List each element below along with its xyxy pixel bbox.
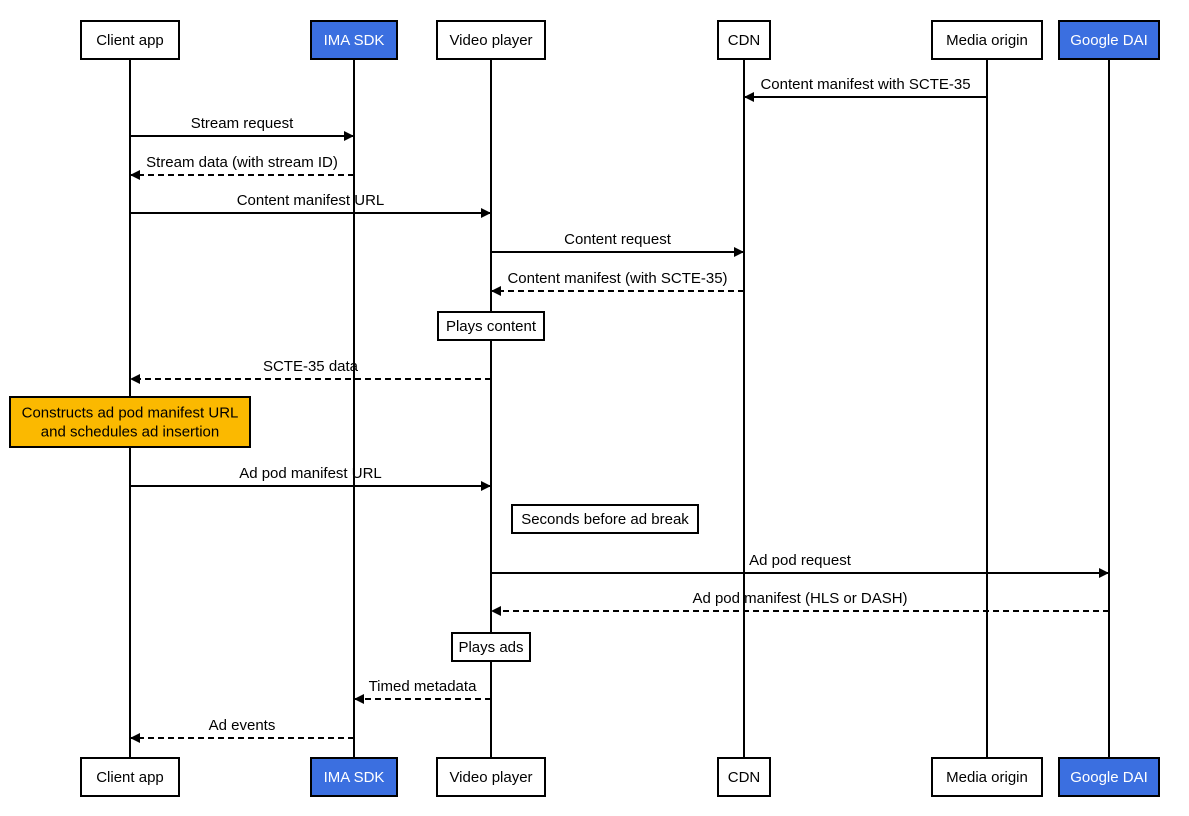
participant-dai-top: Google DAI <box>1058 20 1160 60</box>
participant-client-top: Client app <box>80 20 180 60</box>
message-8: Ad pod manifest URL <box>130 465 491 491</box>
message-label: Ad events <box>209 717 276 734</box>
participant-ima-bottom: IMA SDK <box>310 757 398 797</box>
message-7: SCTE-35 data <box>130 358 491 384</box>
participant-cdn-top: CDN <box>717 20 771 60</box>
participant-box <box>80 20 180 60</box>
note-2: Constructs ad pod manifest URL and schedu… <box>9 396 251 448</box>
message-label: Ad pod request <box>749 552 852 569</box>
participant-label: CDN <box>728 769 761 786</box>
message-label: Ad pod manifest (HLS or DASH) <box>692 590 907 607</box>
participant-label: Video player <box>449 32 532 49</box>
participant-label: IMA SDK <box>324 32 385 49</box>
participant-box <box>717 757 771 797</box>
note-1: Plays content <box>437 311 545 341</box>
message-6: Content manifest (with SCTE-35) <box>491 270 744 296</box>
participant-cdn-bottom: CDN <box>717 757 771 797</box>
participant-label: Client app <box>96 769 164 786</box>
participant-dai-bottom: Google DAI <box>1058 757 1160 797</box>
note-text: Plays ads <box>458 639 523 656</box>
participant-origin-bottom: Media origin <box>931 757 1043 797</box>
message-4: Content manifest URL <box>130 192 491 218</box>
message-label: Content manifest with SCTE-35 <box>760 76 970 93</box>
participant-label: Media origin <box>946 769 1028 786</box>
message-label: Stream data (with stream ID) <box>146 154 338 171</box>
participant-label: Google DAI <box>1070 769 1148 786</box>
message-3: Stream data (with stream ID) <box>130 154 354 180</box>
note-4: Plays ads <box>451 632 531 662</box>
message-label: Content manifest (with SCTE-35) <box>507 270 727 287</box>
note-box <box>9 396 251 448</box>
participant-box <box>1058 20 1160 60</box>
participant-label: CDN <box>728 32 761 49</box>
message-label: Content manifest URL <box>237 192 385 209</box>
message-label: Timed metadata <box>369 678 477 695</box>
message-2: Stream request <box>130 115 354 141</box>
participant-box <box>931 757 1043 797</box>
note-box <box>511 504 699 534</box>
participant-box <box>80 757 180 797</box>
note-text: Constructs ad pod manifest URL <box>22 405 239 422</box>
participant-label: Client app <box>96 32 164 49</box>
note-text: Plays content <box>446 318 537 335</box>
message-label: Stream request <box>191 115 294 132</box>
participant-box <box>1058 757 1160 797</box>
message-9: Ad pod request <box>491 552 1109 578</box>
participant-origin-top: Media origin <box>931 20 1043 60</box>
participant-label: Video player <box>449 769 532 786</box>
message-10: Ad pod manifest (HLS or DASH) <box>491 590 1109 616</box>
message-5: Content request <box>491 231 744 257</box>
participant-player-top: Video player <box>436 20 546 60</box>
message-label: Ad pod manifest URL <box>239 465 382 482</box>
note-text: Seconds before ad break <box>521 511 689 528</box>
participant-label: IMA SDK <box>324 769 385 786</box>
message-label: SCTE-35 data <box>263 358 359 375</box>
participant-box <box>436 757 546 797</box>
participant-label: Media origin <box>946 32 1028 49</box>
message-1: Content manifest with SCTE-35 <box>744 76 987 102</box>
participant-box <box>931 20 1043 60</box>
message-12: Ad events <box>130 717 354 743</box>
participant-box <box>310 20 398 60</box>
participant-player-bottom: Video player <box>436 757 546 797</box>
note-box <box>437 311 545 341</box>
participant-ima-top: IMA SDK <box>310 20 398 60</box>
participant-box <box>717 20 771 60</box>
message-label: Content request <box>564 231 672 248</box>
note-text: and schedules ad insertion <box>41 424 219 441</box>
message-11: Timed metadata <box>354 678 491 704</box>
participant-box <box>310 757 398 797</box>
participant-box <box>436 20 546 60</box>
participant-client-bottom: Client app <box>80 757 180 797</box>
note-3: Seconds before ad break <box>511 504 699 534</box>
participant-label: Google DAI <box>1070 32 1148 49</box>
note-box <box>451 632 531 662</box>
